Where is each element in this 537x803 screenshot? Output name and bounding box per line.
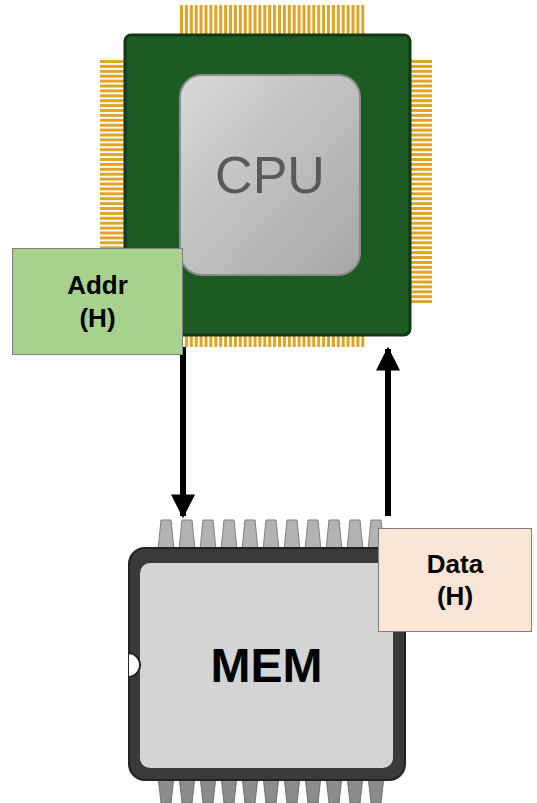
address-arrow — [180, 347, 186, 516]
bus-label: Addr (H) — [57, 269, 138, 334]
data-arrow — [385, 349, 391, 516]
chip-lid — [140, 563, 393, 768]
chip-label: CPU — [215, 145, 325, 205]
chip-face: CPU — [180, 75, 360, 275]
address-label-box: Addr (H) — [12, 248, 183, 355]
data-label-box: Data (H) — [378, 528, 532, 632]
chip-body — [129, 548, 405, 780]
chip-label: MEM — [211, 638, 323, 693]
bus-label: Data (H) — [415, 548, 495, 613]
chip-lid — [180, 75, 360, 275]
chip-notch — [128, 653, 140, 677]
chip-face: MEM — [140, 563, 393, 768]
memory-chip: MEM — [128, 518, 408, 803]
